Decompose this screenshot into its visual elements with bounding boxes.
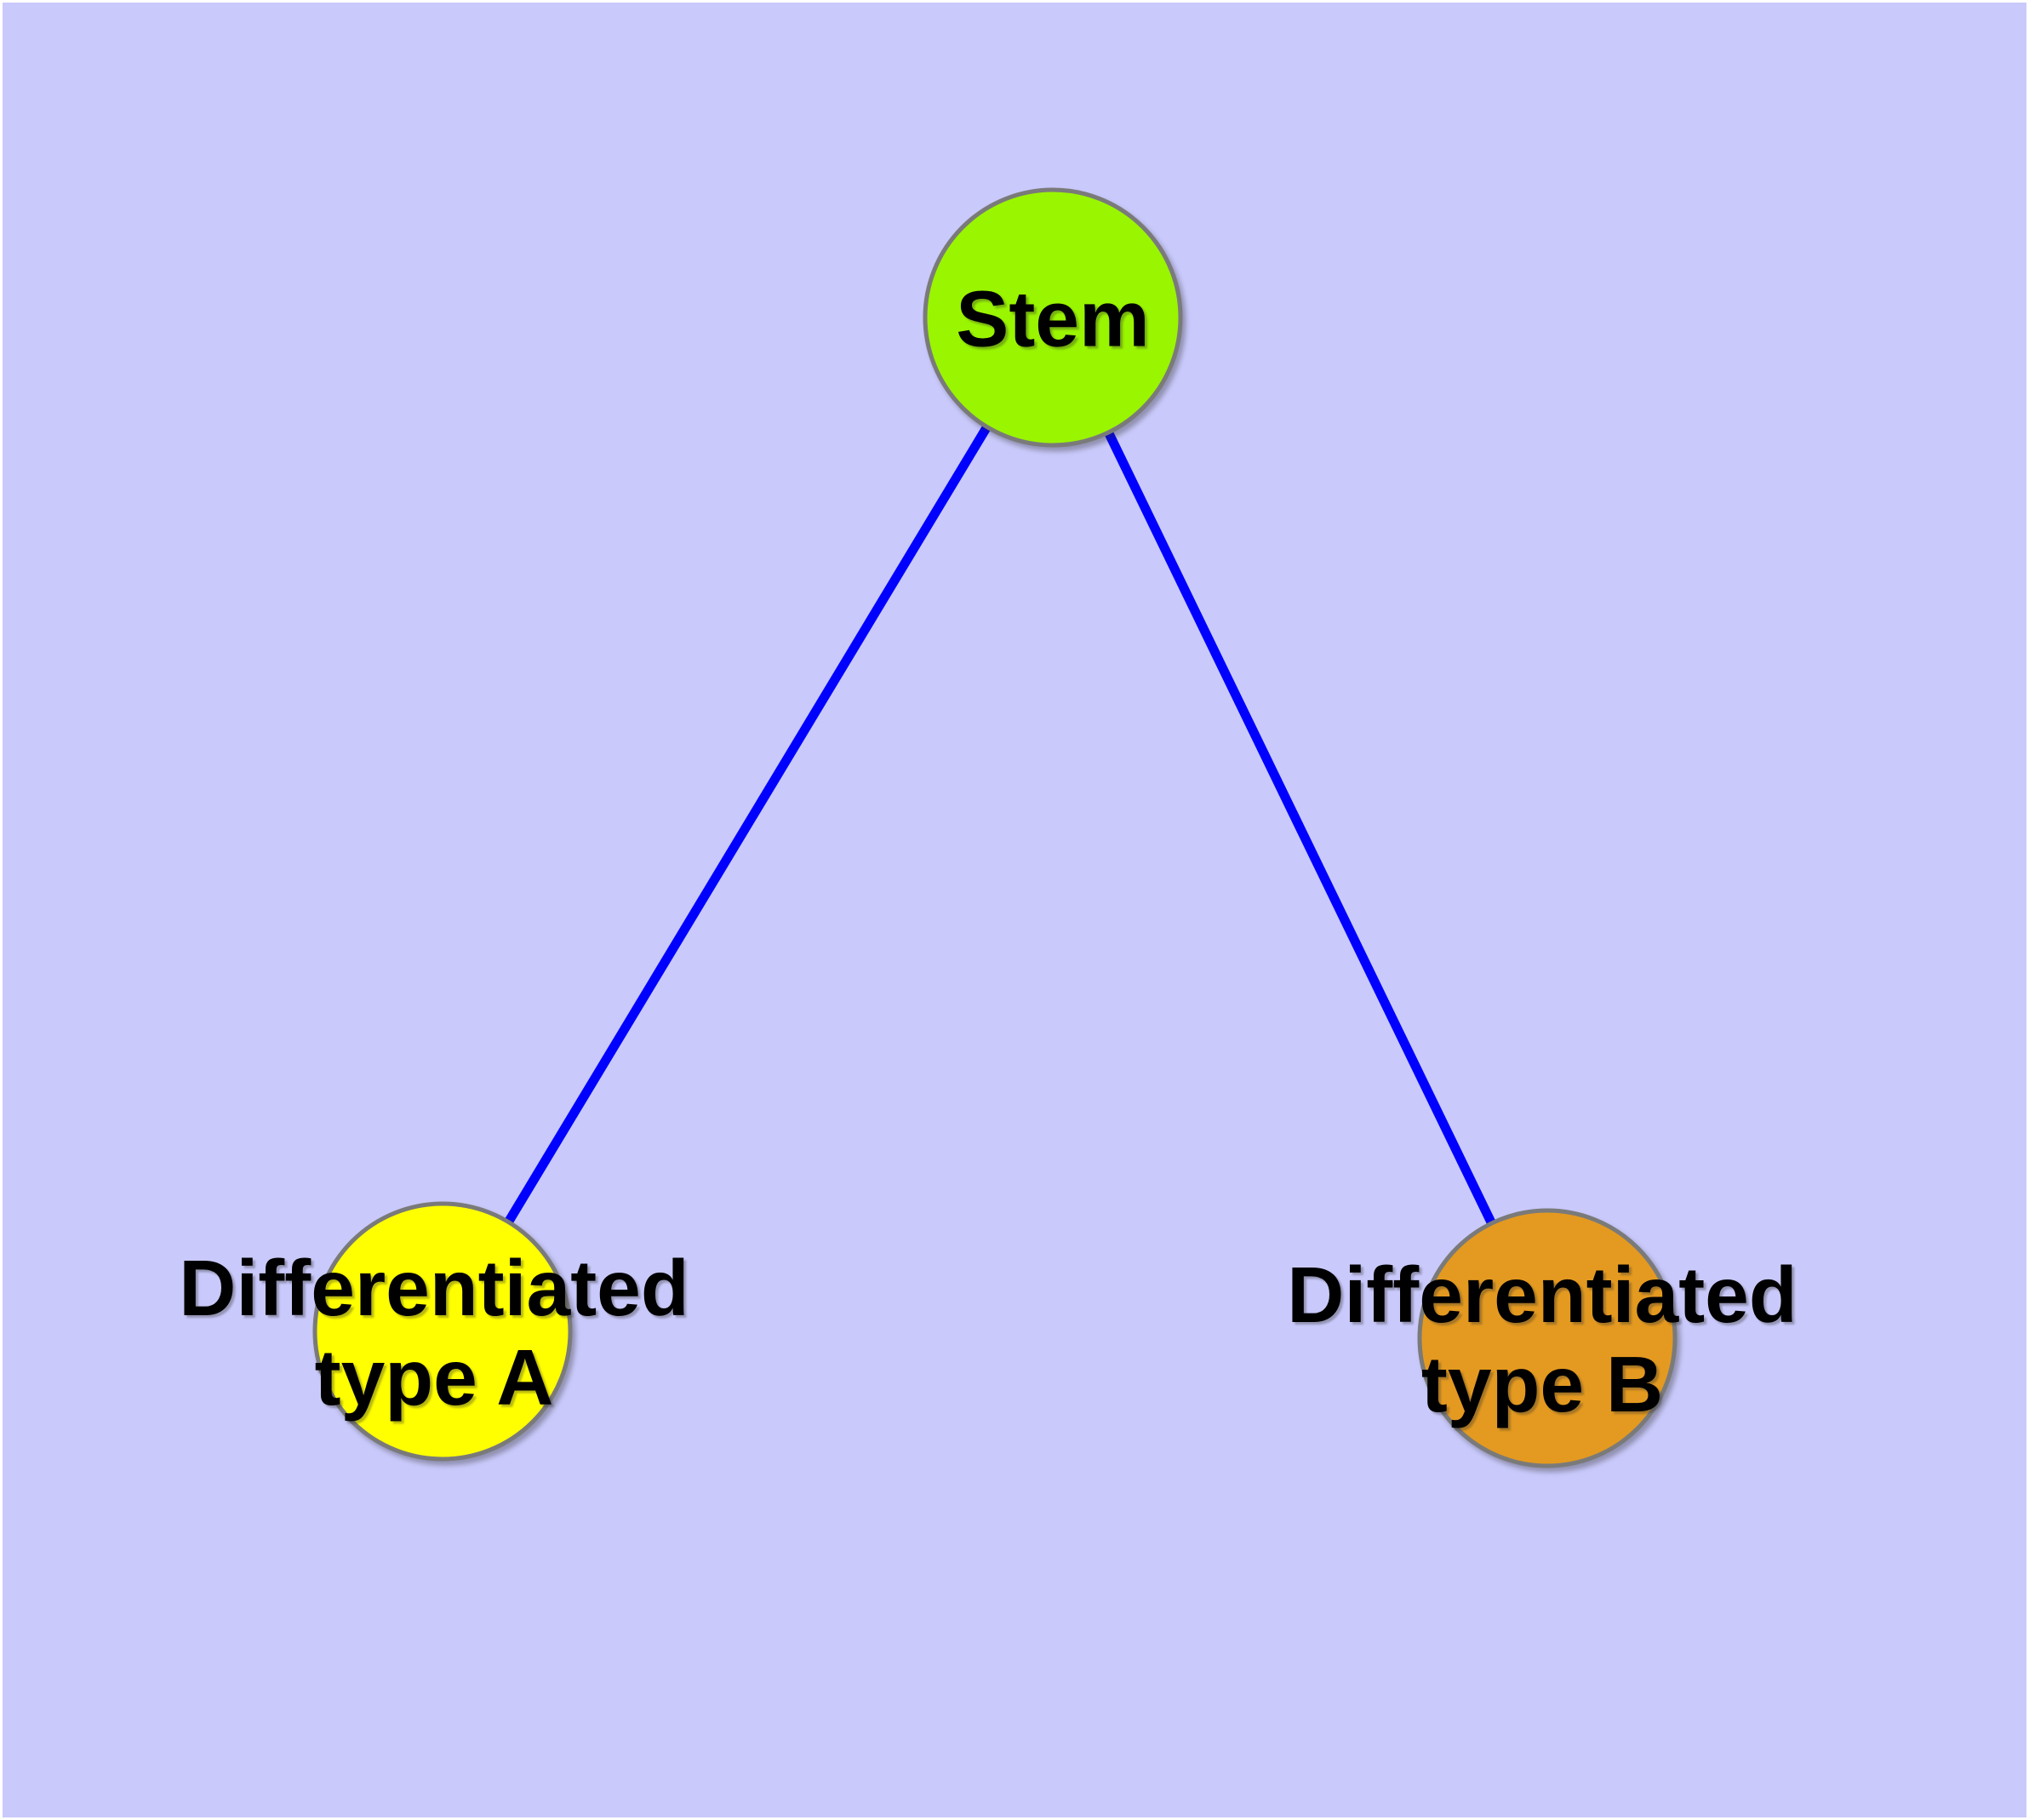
node-differentiated-type-b [1417, 1208, 1677, 1468]
node-differentiated-type-a [312, 1201, 573, 1462]
edge-stem-to-type-b [1049, 315, 1552, 1341]
node-stem [923, 187, 1183, 448]
edge-stem-to-type-a [438, 315, 1057, 1334]
